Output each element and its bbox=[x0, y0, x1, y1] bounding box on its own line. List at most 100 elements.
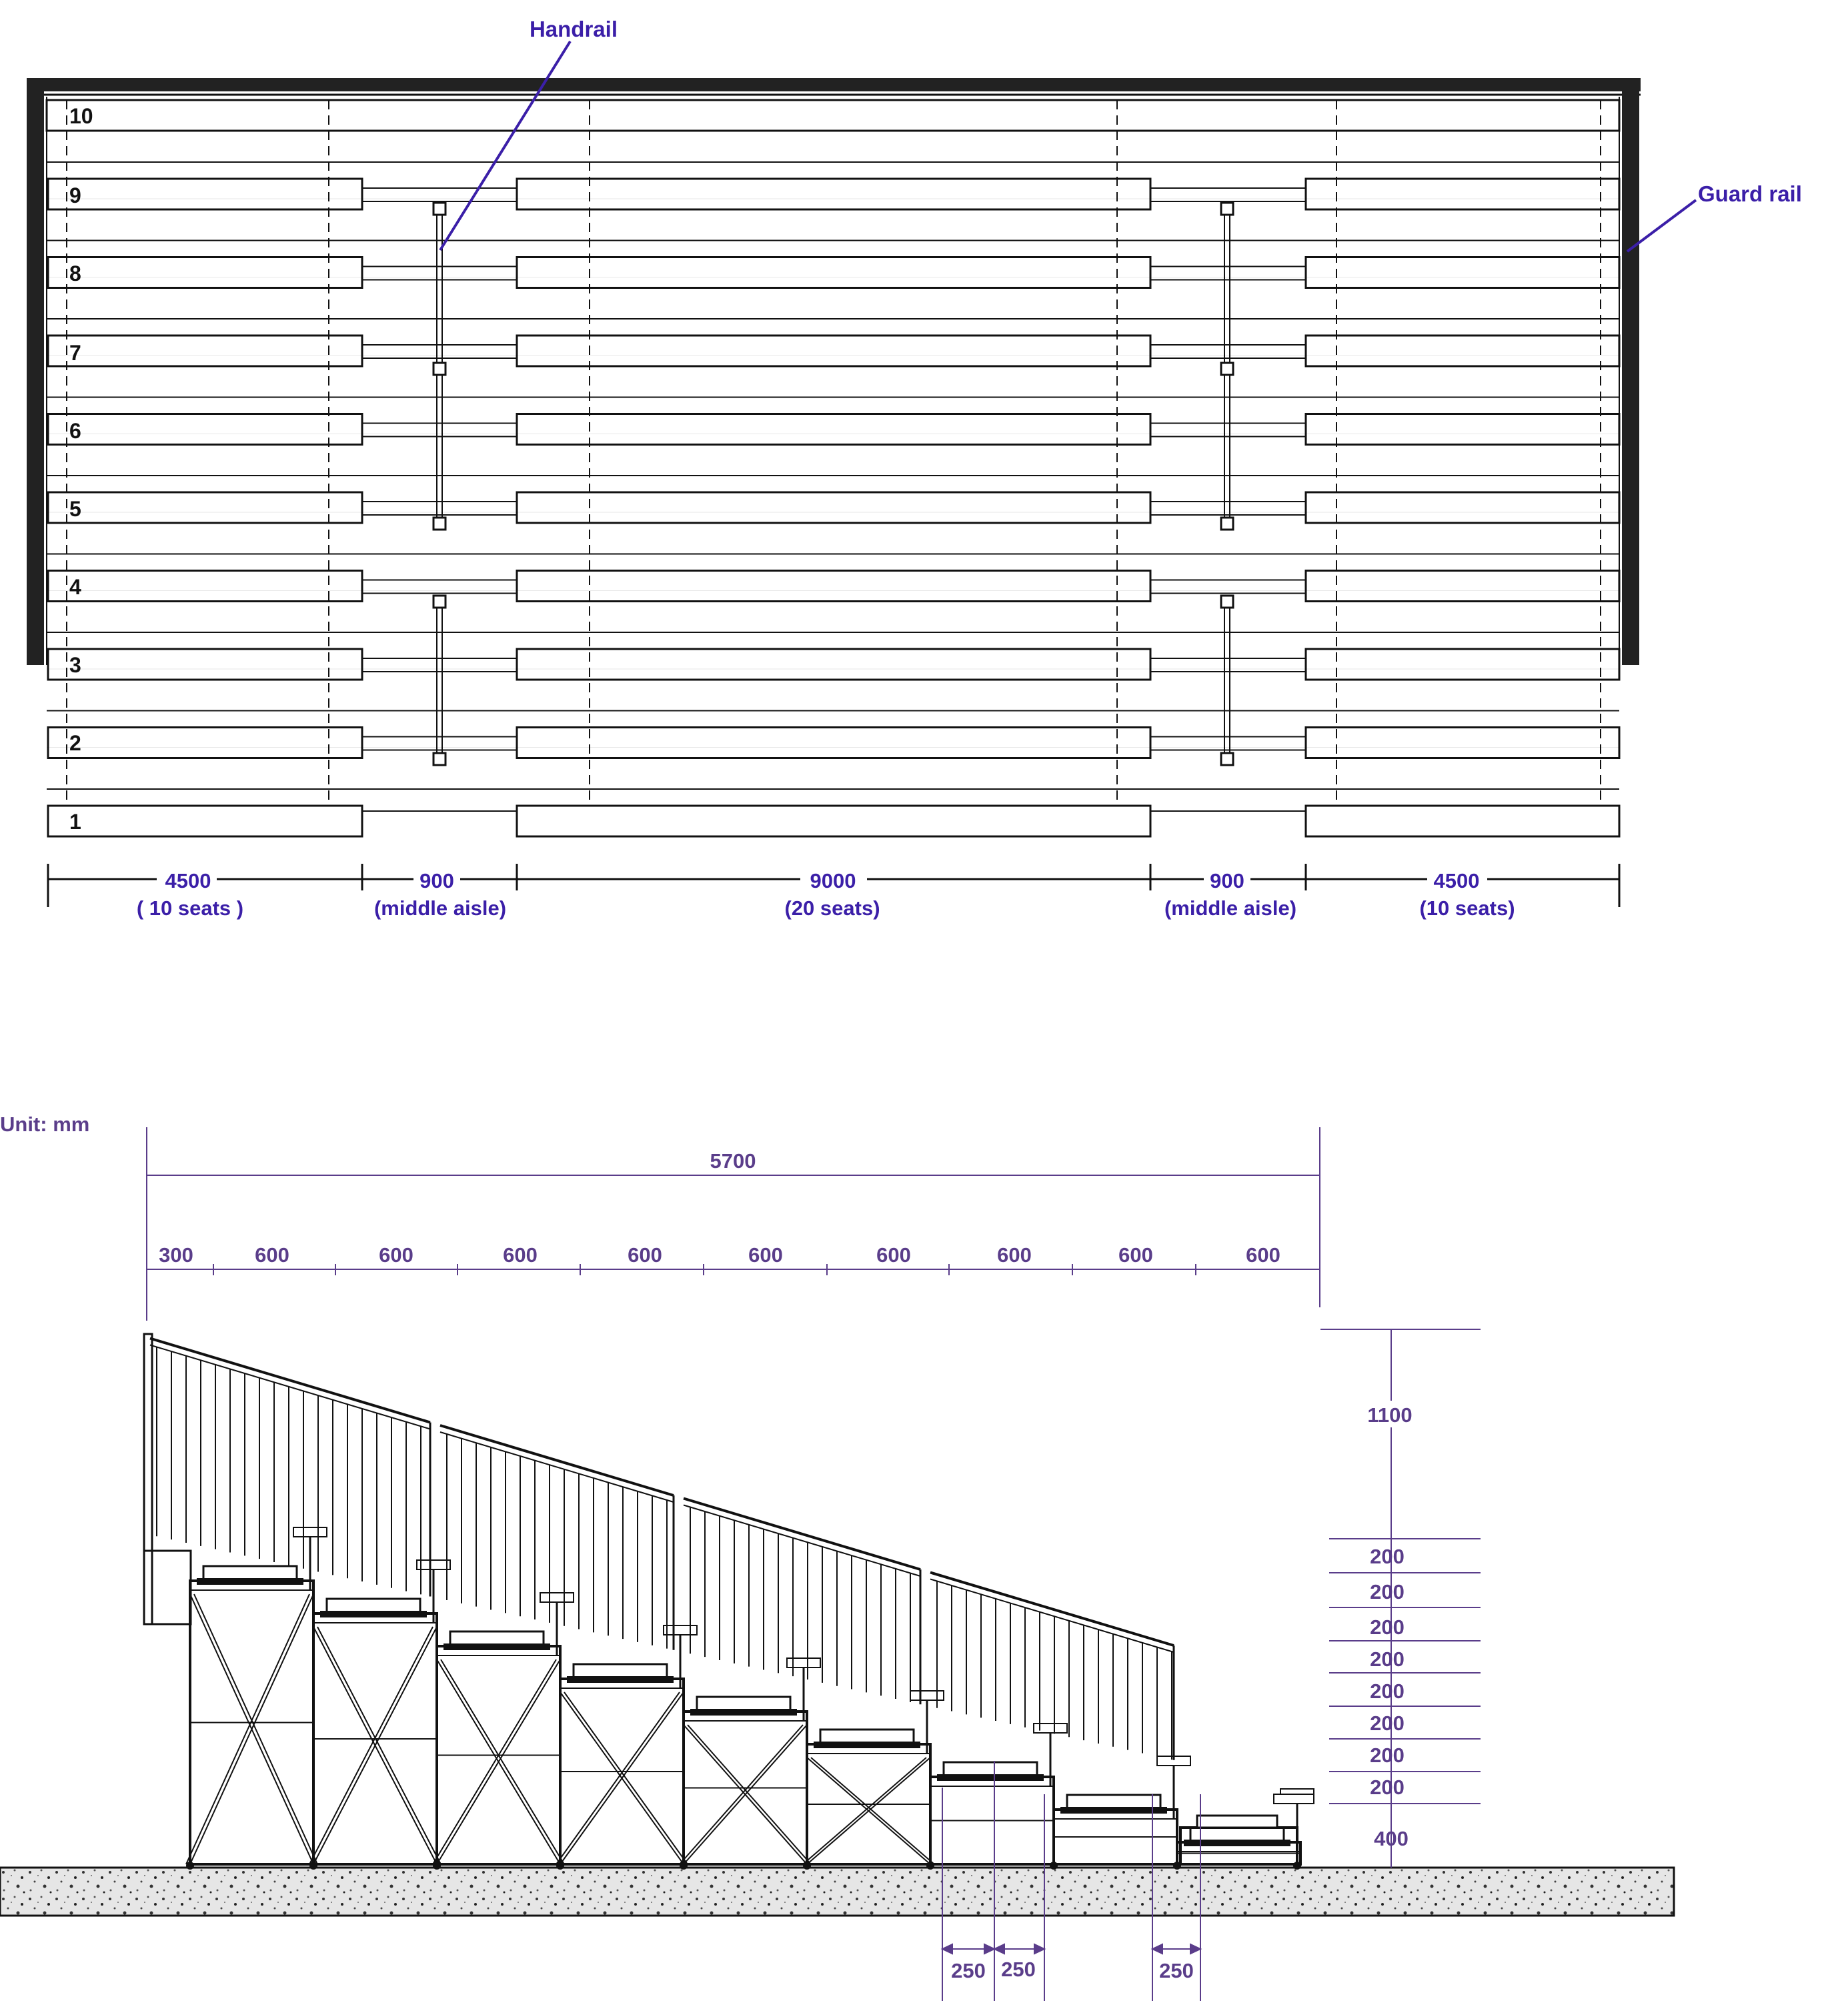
brace bbox=[683, 1724, 808, 1865]
dim-aisle-1-width: 900 bbox=[419, 869, 454, 892]
row-label-3: 3 bbox=[69, 653, 81, 677]
aisle-step bbox=[361, 736, 518, 751]
guard-panel bbox=[683, 1497, 922, 1705]
bench bbox=[1196, 1814, 1278, 1829]
handrail-label: Handrail bbox=[530, 17, 618, 41]
foot bbox=[1050, 1862, 1058, 1870]
seat-bracket bbox=[540, 1592, 574, 1603]
row-10-platform bbox=[45, 99, 1621, 132]
seat-offset-lines bbox=[940, 1761, 1202, 2001]
aisle-step bbox=[361, 658, 518, 672]
brace bbox=[564, 1692, 688, 1865]
row-label-8: 8 bbox=[69, 261, 81, 285]
dim-left-seats: ( 10 seats ) bbox=[137, 896, 243, 920]
seat-bracket bbox=[786, 1657, 821, 1668]
seat-bench bbox=[516, 256, 1152, 289]
step-frame bbox=[679, 1657, 821, 1870]
brace bbox=[440, 1659, 565, 1865]
seat-bracket bbox=[1273, 1794, 1314, 1804]
riser-label-2: 200 bbox=[1370, 1744, 1405, 1767]
handrails bbox=[432, 201, 1234, 766]
seat-bracket bbox=[416, 1559, 451, 1570]
foot bbox=[680, 1862, 688, 1870]
brace bbox=[309, 1626, 433, 1865]
rail-top bbox=[439, 1424, 674, 1497]
rail-top bbox=[149, 1337, 431, 1424]
bench-base bbox=[1184, 1840, 1290, 1846]
ground bbox=[0, 1866, 1675, 1917]
depth-label-2: 600 bbox=[255, 1243, 289, 1267]
riser-label-1: 200 bbox=[1370, 1776, 1405, 1799]
seat-bench bbox=[47, 648, 363, 681]
rail-top-inner bbox=[149, 1344, 431, 1430]
seat-bench bbox=[47, 491, 363, 524]
seat-bench bbox=[1304, 334, 1621, 368]
depth-label-7: 600 bbox=[876, 1243, 911, 1267]
guard-height-label: 1100 bbox=[1367, 1403, 1412, 1427]
bleacher-structure bbox=[143, 1333, 1314, 1870]
seat-bench bbox=[516, 491, 1152, 524]
column-grid bbox=[66, 100, 1601, 804]
riser-label-6: 200 bbox=[1370, 1615, 1405, 1639]
brace bbox=[687, 1724, 812, 1865]
seat-bench bbox=[47, 256, 363, 289]
depth-dimension-lines bbox=[146, 1127, 1320, 1321]
section-view: Unit: mm 5700 300 600 600 600 600 600 60… bbox=[0, 1113, 1675, 2001]
seat-bench bbox=[516, 648, 1152, 681]
rail-top bbox=[683, 1497, 921, 1571]
handrail-post bbox=[432, 594, 447, 609]
guardrail-left bbox=[27, 78, 44, 665]
seat-bracket bbox=[1033, 1723, 1068, 1734]
seat-bench bbox=[47, 334, 363, 368]
bench-base bbox=[567, 1676, 674, 1683]
step-frame bbox=[802, 1690, 944, 1870]
dim-right-seats: (10 seats) bbox=[1419, 896, 1515, 920]
step-frame bbox=[1050, 1756, 1191, 1870]
row-8-platform bbox=[47, 256, 1621, 289]
bench-base bbox=[814, 1742, 920, 1748]
aisle-step bbox=[1150, 736, 1306, 751]
depth-label-10: 600 bbox=[1246, 1243, 1280, 1267]
handrail-post bbox=[1220, 201, 1234, 216]
aisle-step bbox=[1150, 579, 1306, 594]
rail-top-inner bbox=[439, 1431, 674, 1503]
brace bbox=[189, 1593, 314, 1865]
step-frame bbox=[926, 1723, 1068, 1870]
row-label-9: 9 bbox=[69, 183, 81, 207]
handrail-post bbox=[432, 752, 447, 766]
seat-bracket bbox=[293, 1527, 327, 1537]
handrail-post bbox=[1220, 362, 1234, 376]
row-6-platform bbox=[47, 413, 1621, 446]
handrail-post bbox=[1220, 594, 1234, 609]
unit-label: Unit: mm bbox=[0, 1113, 89, 1136]
guard-panel bbox=[930, 1571, 1175, 1760]
guardrail-right bbox=[1622, 78, 1639, 665]
seat-bench bbox=[1304, 804, 1621, 838]
depth-label-5: 600 bbox=[628, 1243, 662, 1267]
riser-label-4: 200 bbox=[1370, 1680, 1405, 1703]
aisle-step bbox=[361, 579, 518, 594]
seat-bracket bbox=[910, 1690, 944, 1701]
seat-bench bbox=[516, 726, 1152, 759]
bench bbox=[202, 1565, 298, 1581]
foot bbox=[433, 1862, 441, 1870]
brace bbox=[679, 1724, 804, 1865]
bench bbox=[942, 1761, 1038, 1777]
depth-label-1: 300 bbox=[159, 1243, 193, 1267]
row-label-4: 4 bbox=[69, 575, 81, 599]
bench bbox=[819, 1728, 915, 1744]
bench bbox=[449, 1630, 545, 1646]
rail-top bbox=[930, 1571, 1174, 1647]
brace bbox=[806, 1757, 931, 1865]
rail-top-inner bbox=[930, 1578, 1174, 1653]
handrail-post bbox=[1220, 516, 1234, 531]
row-1-platform bbox=[47, 804, 1621, 838]
handrail-leader bbox=[439, 40, 572, 251]
plan-rows bbox=[47, 161, 1621, 838]
first-riser-label: 400 bbox=[1374, 1827, 1409, 1850]
riser-label-7: 200 bbox=[1370, 1580, 1405, 1603]
handrail-post bbox=[432, 362, 447, 376]
brace bbox=[560, 1692, 684, 1865]
seat-offset-label-3: 250 bbox=[1159, 1959, 1194, 1982]
